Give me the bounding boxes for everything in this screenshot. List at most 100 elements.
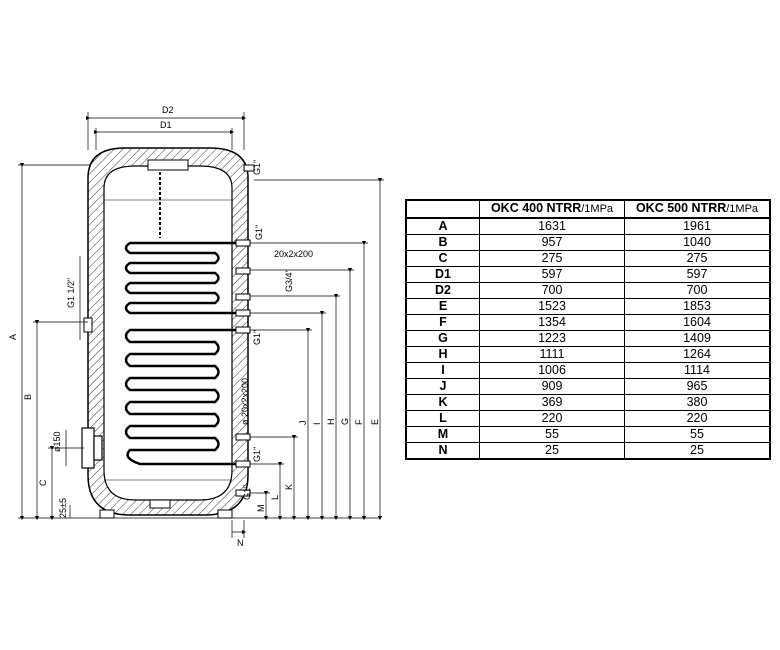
row-okc400-value: 275 [479, 250, 625, 267]
label-c: C [38, 479, 48, 486]
label-g1-low: G1" [252, 447, 262, 462]
row-key: L [405, 410, 480, 427]
lower-heat-exchanger-coil [124, 328, 238, 466]
row-okc500-value: 380 [624, 394, 771, 411]
label-a: A [8, 334, 18, 340]
row-key: E [405, 298, 480, 315]
label-l: L [270, 495, 280, 500]
label-g1-half: G1 1/2" [66, 278, 76, 308]
row-okc400-value: 1631 [479, 217, 625, 235]
row-okc400-value: 25 [479, 442, 625, 460]
header-blank [405, 199, 480, 219]
row-key: D2 [405, 282, 480, 299]
label-i: I [312, 422, 322, 425]
row-key: K [405, 394, 480, 411]
label-25-5: 25±5 [58, 498, 68, 518]
label-g: G [340, 418, 350, 425]
row-key: G [405, 330, 480, 347]
header-okc500: OKC 500 NTRR/1MPa [624, 199, 771, 219]
label-j: J [298, 421, 308, 426]
tank-shell [87, 147, 249, 519]
row-okc400-value: 957 [479, 234, 625, 251]
row-okc400-value: 909 [479, 378, 625, 395]
row-key: N [405, 442, 480, 460]
row-okc400-value: 369 [479, 394, 625, 411]
label-g1-coil-top: G1" [254, 225, 264, 240]
label-g1-bottom: G1" [242, 485, 252, 500]
row-okc500-value: 25 [624, 442, 771, 460]
row-okc400-value: 700 [479, 282, 625, 299]
label-n: N [237, 538, 244, 548]
row-okc500-value: 1409 [624, 330, 771, 347]
label-d150: ø150 [52, 431, 62, 452]
label-d2: D2 [162, 105, 174, 115]
label-h: H [326, 419, 336, 426]
label-g1-mid: G1" [252, 330, 262, 345]
table-header-row: OKC 400 NTRR/1MPa OKC 500 NTRR/1MPa [405, 199, 771, 219]
row-okc500-value: 1961 [624, 217, 771, 235]
label-g1-top: G1" [252, 160, 262, 175]
row-okc400-value: 1523 [479, 298, 625, 315]
row-okc400-value: 1006 [479, 362, 625, 379]
label-coil-spec-top: 20x2x200 [274, 249, 313, 259]
row-okc400-value: 1354 [479, 314, 625, 331]
row-okc400-value: 55 [479, 426, 625, 443]
row-okc500-value: 1604 [624, 314, 771, 331]
row-okc400-value: 1223 [479, 330, 625, 347]
label-g34: G3/4" [284, 269, 294, 292]
header-okc400-model: OKC 400 NTRR [490, 201, 582, 215]
label-k: K [284, 484, 294, 490]
tank-technical-drawing: D2 D1 A B C G1 1/2" ø150 25±5 [8, 105, 384, 548]
row-key: H [405, 346, 480, 363]
row-key: F [405, 314, 480, 331]
row-okc500-value: 1853 [624, 298, 771, 315]
row-okc500-value: 1264 [624, 346, 771, 363]
row-okc500-value: 700 [624, 282, 771, 299]
row-key: J [405, 378, 480, 395]
label-d1: D1 [160, 120, 172, 130]
header-okc500-unit: /1MPa [726, 203, 759, 215]
label-e: E [370, 419, 380, 425]
label-coil-spec-bottom: ø 20x2x200 [240, 378, 250, 425]
row-key: A [405, 217, 480, 235]
row-okc400-value: 597 [479, 266, 625, 283]
upper-heat-exchanger-coil [124, 241, 238, 315]
row-okc500-value: 597 [624, 266, 771, 283]
row-key: B [405, 234, 480, 251]
label-f: F [354, 419, 364, 425]
row-key: M [405, 426, 480, 443]
row-okc400-value: 220 [479, 410, 625, 427]
row-okc500-value: 220 [624, 410, 771, 427]
row-okc500-value: 1040 [624, 234, 771, 251]
row-okc400-value: 1111 [479, 346, 625, 363]
row-key: C [405, 250, 480, 267]
header-okc400: OKC 400 NTRR/1MPa [479, 199, 625, 219]
inspection-flange [81, 427, 103, 469]
row-key: D1 [405, 266, 480, 283]
row-okc500-value: 965 [624, 378, 771, 395]
row-okc500-value: 275 [624, 250, 771, 267]
row-key: I [405, 362, 480, 379]
row-okc500-value: 55 [624, 426, 771, 443]
row-okc500-value: 1114 [624, 362, 771, 379]
header-okc400-unit: /1MPa [581, 203, 614, 215]
label-m: M [256, 505, 266, 513]
header-okc500-model: OKC 500 NTRR [635, 201, 727, 215]
label-b: B [23, 394, 33, 400]
